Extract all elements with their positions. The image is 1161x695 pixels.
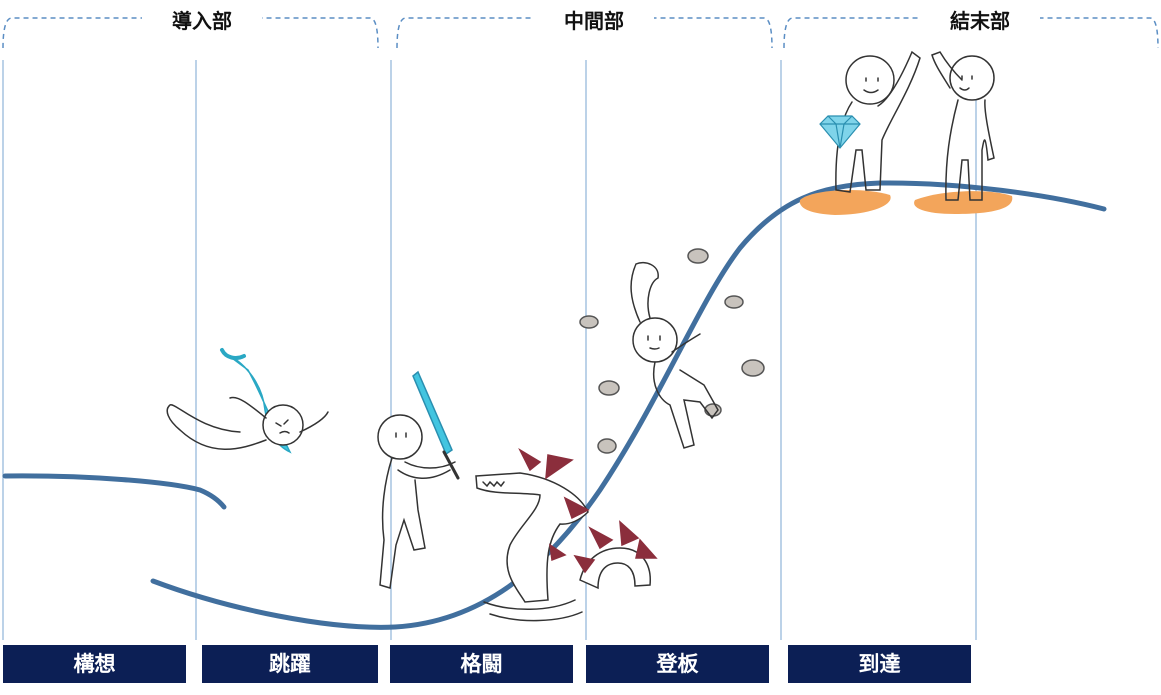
stage-dividers (2, 60, 977, 640)
rock-icon (579, 248, 765, 454)
stage-label-concept: 構想 (3, 645, 186, 683)
high-five-figures-icon (799, 50, 1013, 215)
sea-monster-icon (475, 448, 658, 622)
curve-segment-intro (2, 473, 227, 510)
sword-figure-icon (377, 370, 460, 589)
stage-label-climb: 登板 (586, 645, 769, 683)
bracket-intro (2, 17, 379, 49)
leaping-figure-icon (166, 348, 329, 454)
section-title-intro: 導入部 (142, 6, 262, 36)
stage-label-leap: 跳躍 (202, 645, 378, 683)
climbing-figure-icon (579, 248, 765, 454)
stage-label-arrival: 到達 (788, 645, 971, 683)
curve-segment-main (150, 180, 1107, 630)
section-title-end: 結末部 (920, 6, 1040, 36)
story-curve (2, 180, 1107, 630)
stage-label-fight: 格闘 (390, 645, 573, 683)
diamond-icon (819, 115, 861, 149)
bracket-middle (396, 17, 773, 49)
section-title-middle: 中間部 (534, 6, 654, 36)
